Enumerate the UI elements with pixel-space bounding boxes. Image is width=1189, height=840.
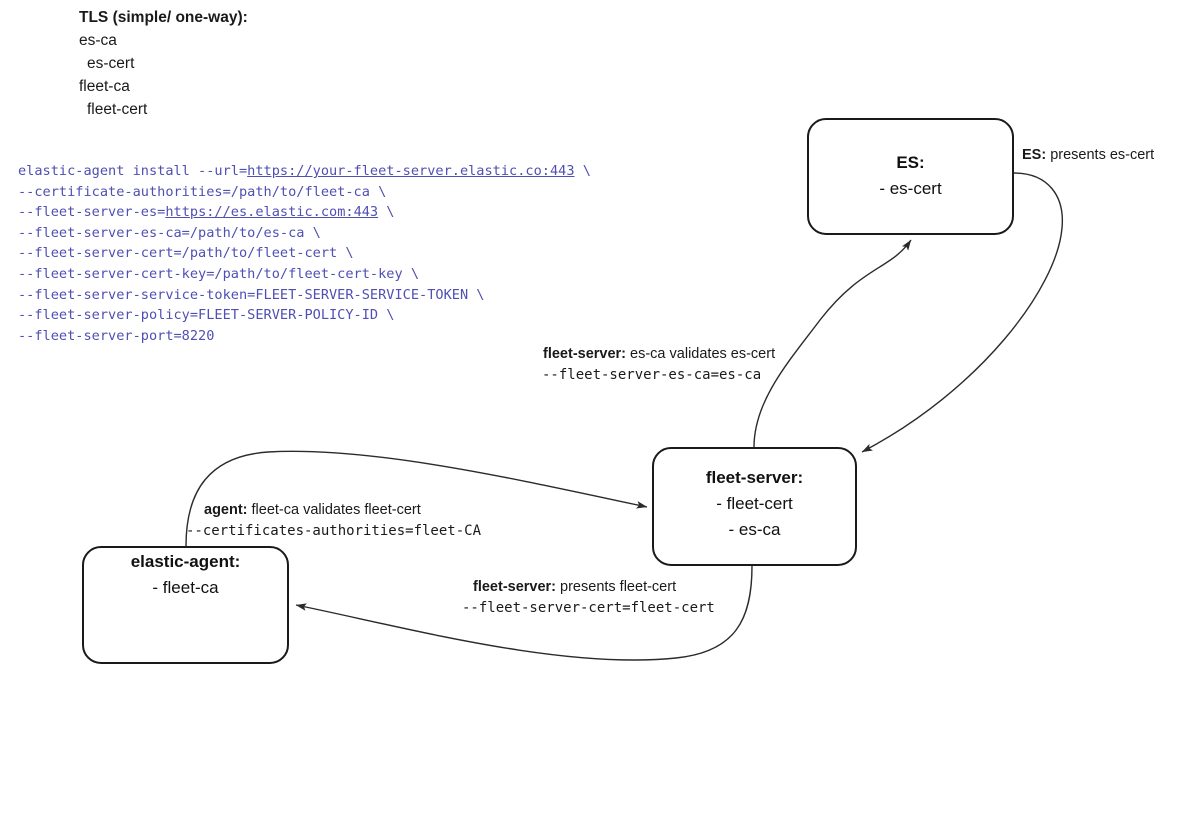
command-line-8: --fleet-server-policy=FLEET-SERVER-POLIC… xyxy=(18,307,395,324)
edge-label-fleet-presents: fleet-server: presents fleet-cert --flee… xyxy=(462,577,715,619)
fleet-server-url-link[interactable]: https://your-fleet-server.elastic.co:443 xyxy=(247,163,575,179)
edge-fleet-server-to-es xyxy=(753,239,912,448)
edge-label-fleet-validates: fleet-server: es-ca validates es-cert --… xyxy=(542,344,775,386)
edge-es-to-fleet-server xyxy=(861,172,1064,453)
command-line-9: --fleet-server-port=8220 xyxy=(18,327,215,344)
edge-label-agent-validates-line: agent: fleet-ca validates fleet-cert xyxy=(204,500,481,521)
command-line-1-prefix: elastic-agent install --url= xyxy=(18,163,248,179)
edge-label-fleet-presents-line: fleet-server: presents fleet-cert xyxy=(473,577,715,598)
tls-legend: TLS (simple/ one-way): es-ca es-cert fle… xyxy=(79,6,399,121)
edge-label-agent-validates-bold: agent: xyxy=(204,502,248,518)
command-line-7: --fleet-server-service-token=FLEET-SERVE… xyxy=(18,286,485,303)
node-box-elastic-agent[interactable] xyxy=(82,546,289,664)
command-line-2: --certificate-authorities=/path/to/fleet… xyxy=(18,183,387,200)
node-box-es[interactable] xyxy=(807,118,1014,235)
command-line-3-prefix: --fleet-server-es= xyxy=(18,204,166,221)
edge-label-fleet-presents-text: presents fleet-cert xyxy=(556,579,677,595)
edge-label-agent-validates-text: fleet-ca validates fleet-cert xyxy=(247,502,421,518)
edge-elastic-agent-to-fleet-server xyxy=(185,450,648,547)
command-line-3: --fleet-server-es=https://es.elastic.com… xyxy=(18,202,591,223)
node-box-fleet-server[interactable] xyxy=(652,447,857,566)
command-line-3-suffix: \ xyxy=(378,204,395,221)
command-line-5: --fleet-server-cert=/path/to/fleet-cert … xyxy=(18,245,354,262)
command-line-1-suffix: \ xyxy=(574,163,591,179)
edge-label-fleet-presents-flag: --fleet-server-cert=fleet-cert xyxy=(462,600,715,616)
edge-label-es-presents-line: ES: presents es-cert xyxy=(1022,145,1154,166)
command-line-1: elastic-agent install --url=https://your… xyxy=(18,161,591,182)
edge-label-es-presents-text: presents es-cert xyxy=(1046,147,1155,163)
edge-fleet-server-to-elastic-agent xyxy=(295,565,753,661)
edge-label-fleet-validates-flag: --fleet-server-es-ca=es-ca xyxy=(542,367,762,383)
legend-title: TLS (simple/ one-way): xyxy=(79,9,248,26)
legend-item-es-cert: es-cert xyxy=(87,55,135,72)
edge-label-fleet-validates-text: es-ca validates es-cert xyxy=(626,346,776,362)
edge-label-es-presents: ES: presents es-cert xyxy=(1022,145,1154,166)
edge-label-fleet-presents-bold: fleet-server: xyxy=(473,579,557,595)
edge-label-es-presents-bold: ES: xyxy=(1022,147,1047,163)
legend-item-fleet-cert: fleet-cert xyxy=(87,101,148,118)
legend-item-es-ca: es-ca xyxy=(79,32,117,49)
edge-label-agent-validates: agent: fleet-ca validates fleet-cert --c… xyxy=(186,500,481,542)
edge-label-fleet-validates-bold: fleet-server: xyxy=(543,346,627,362)
edge-label-agent-validates-flag: --certificates-authorities=fleet-CA xyxy=(186,523,482,539)
command-line-6: --fleet-server-cert-key=/path/to/fleet-c… xyxy=(18,265,420,282)
legend-item-fleet-ca: fleet-ca xyxy=(79,78,130,95)
command-line-4: --fleet-server-es-ca=/path/to/es-ca \ xyxy=(18,224,321,241)
edge-label-fleet-validates-line: fleet-server: es-ca validates es-cert xyxy=(543,344,775,365)
install-command-block: elastic-agent install --url=https://your… xyxy=(18,161,591,346)
elasticsearch-url-link[interactable]: https://es.elastic.com:443 xyxy=(165,204,379,221)
